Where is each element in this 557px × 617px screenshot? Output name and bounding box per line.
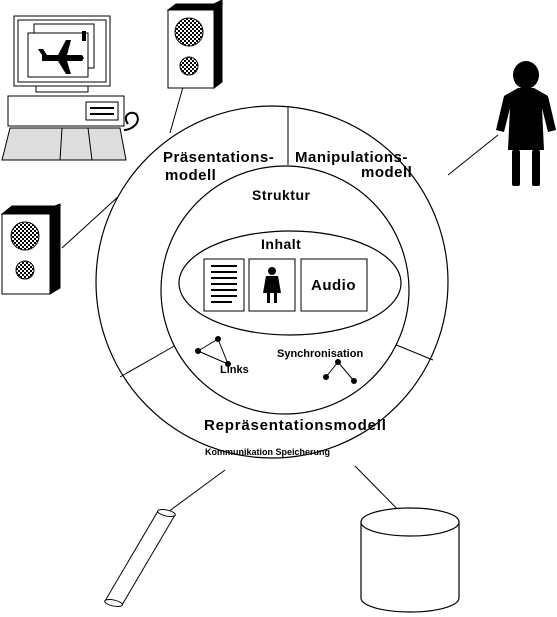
- connector-lines: [61, 86, 499, 523]
- speaker-icon-top: [166, 0, 224, 89]
- cable-icon: [104, 509, 176, 607]
- kommunikation-speicherung-label: Kommunikation Speicherung: [205, 447, 330, 457]
- text-document-icon: [203, 258, 245, 312]
- praesentation-label-line1: Präsentations-: [163, 149, 274, 166]
- repraesentation-label: Repräsentationsmodell: [204, 417, 387, 434]
- links-label: Links: [220, 364, 249, 376]
- audio-label: Audio: [311, 277, 356, 294]
- manipulation-label-line1: Manipulations-: [295, 149, 408, 166]
- speaker-icon-left: [0, 203, 62, 295]
- links-graph-icon: [195, 336, 231, 367]
- person-icon: [496, 61, 556, 186]
- divider-left: [119, 344, 177, 378]
- inhalt-label: Inhalt: [261, 236, 301, 252]
- synchronisation-label: Synchronisation: [277, 348, 363, 360]
- video-person-icon: [248, 258, 296, 312]
- synchronisation-graph-icon: [323, 359, 357, 384]
- audio-box: [300, 258, 368, 312]
- struktur-label: Struktur: [252, 187, 311, 203]
- computer-icon: [1, 15, 139, 161]
- praesentation-label-line2: modell: [165, 167, 216, 184]
- airplane-icon: [38, 31, 86, 74]
- manipulation-label-line2: modell: [361, 164, 412, 181]
- storage-cylinder-icon: [360, 507, 460, 613]
